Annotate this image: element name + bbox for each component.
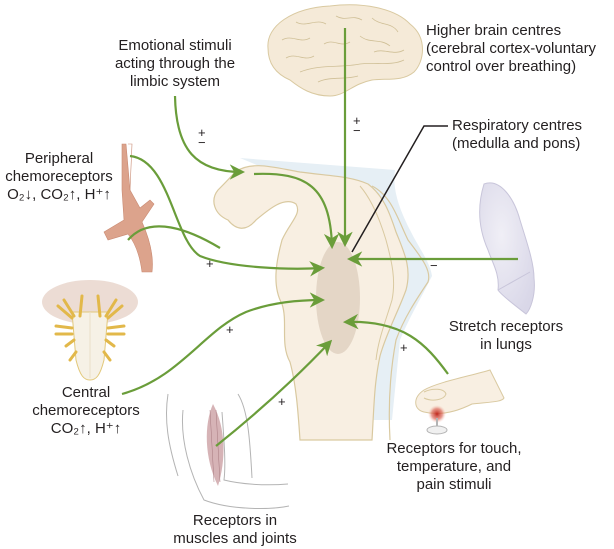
arrow-peripheral-upper [129,154,326,277]
sign-peripheral: + [206,256,214,271]
arrow-touch-pain [342,313,449,375]
arm-muscle-illustration [166,393,290,509]
label-central-chemoreceptors: Central chemoreceptors CO₂↑, H⁺↑ [24,384,148,438]
label-peripheral-chemoreceptors: Peripheral chemoreceptors O₂↓, CO₂↑, H⁺↑ [0,150,118,204]
sign-emotional: +− [198,125,206,150]
lung-illustration [479,182,535,315]
central-stimuli: CO₂↑, H⁺↑ [50,420,122,437]
arrow-muscles-joints [215,339,333,447]
medulla-nerves-illustration [42,280,138,381]
label-respiratory-centres: Respiratory centres (medulla and pons) [452,117,583,152]
label-emotional-stimuli: Emotional stimuli acting through the lim… [114,37,236,90]
sign-stretch: − [430,258,438,273]
carotid-artery-illustration [103,143,155,273]
label-touch-receptors: Receptors for touch, temperature, and pa… [386,440,522,493]
arrow-limbic-to-centre [253,172,340,250]
arrow-central-chemoreceptors [121,292,326,396]
arrow-emotional-to-limbic [173,95,246,180]
respiratory-centres-leader-line [351,125,448,253]
sign-higher-brain: +− [353,113,361,138]
sign-muscles: + [278,394,286,409]
sign-central: + [226,322,234,337]
label-muscle-joint-receptors: Receptors in muscles and joints [173,512,297,547]
finger-illustration [415,369,505,435]
arrow-peripheral-lower [127,225,221,249]
pain-point [428,405,446,423]
sign-touch: + [400,340,408,355]
peripheral-stimuli: O₂↓, CO₂↑, H⁺↑ [7,186,111,203]
label-higher-brain-centres: Higher brain centres (cerebral cortex-vo… [426,22,597,75]
label-stretch-receptors: Stretch receptors in lungs [448,318,564,353]
